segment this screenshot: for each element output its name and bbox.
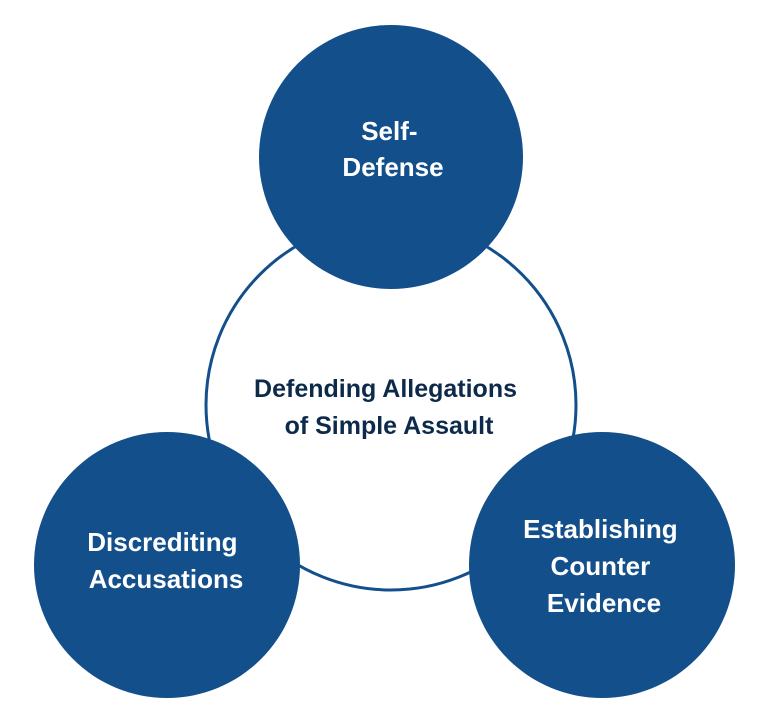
node-label-line: Defense [342, 152, 443, 182]
node-discrediting-accusations: Discrediting Accusations [34, 432, 300, 698]
node-label: Discrediting Accusations [87, 527, 244, 594]
hub-label-line: Defending Allegations [254, 375, 517, 403]
node-label-line: Establishing [523, 514, 678, 544]
node-self-defense: Self- Defense [259, 25, 523, 289]
node-label-line: Discrediting [87, 527, 237, 557]
node-establishing-counter-evidence: Establishing Counter Evidence [469, 432, 735, 698]
node-circle [34, 432, 300, 698]
hub-label: Defending Allegations of Simple Assault [254, 375, 524, 440]
node-label-line: Accusations [89, 564, 244, 594]
node-label-line: Counter [551, 551, 651, 581]
node-label-line: Self- [361, 116, 417, 146]
hub-label-line: of Simple Assault [285, 412, 495, 440]
node-label-line: Evidence [547, 588, 661, 618]
node-circle [469, 432, 735, 698]
node-label: Establishing Counter Evidence [523, 514, 685, 618]
node-circle [259, 25, 523, 289]
node-label: Self- Defense [342, 116, 443, 182]
